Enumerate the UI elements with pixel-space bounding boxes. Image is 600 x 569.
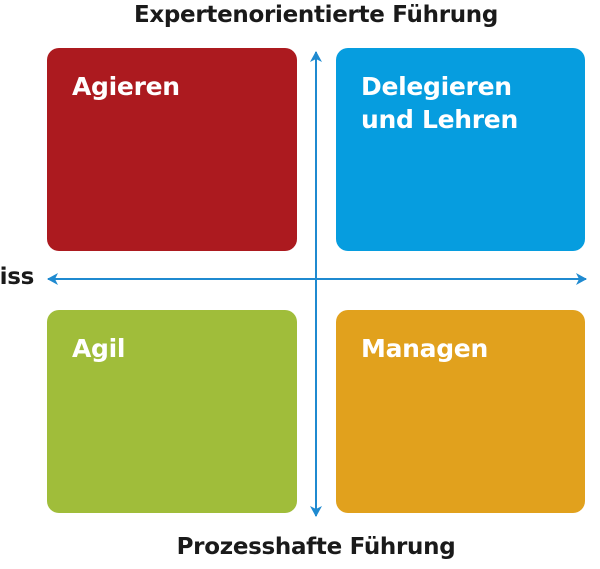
quadrant-delegieren: Delegieren und Lehren [336, 48, 585, 251]
left-axis-title: iss [0, 264, 34, 290]
quadrant-agieren-label: Agieren [72, 72, 180, 101]
quadrant-delegieren-label-line2: und Lehren [361, 105, 518, 134]
quadrant-agil-label: Agil [72, 334, 126, 363]
quadrant-managen: Managen [336, 310, 585, 513]
quadrant-managen-label: Managen [361, 334, 488, 363]
top-axis-title: Expertenorientierte Führung [133, 2, 499, 28]
bottom-axis-title: Prozesshafte Führung [176, 534, 456, 560]
quadrant-agieren: Agieren [47, 48, 297, 251]
quadrant-agil: Agil [47, 310, 297, 513]
quadrant-delegieren-label-line1: Delegieren [361, 72, 512, 101]
